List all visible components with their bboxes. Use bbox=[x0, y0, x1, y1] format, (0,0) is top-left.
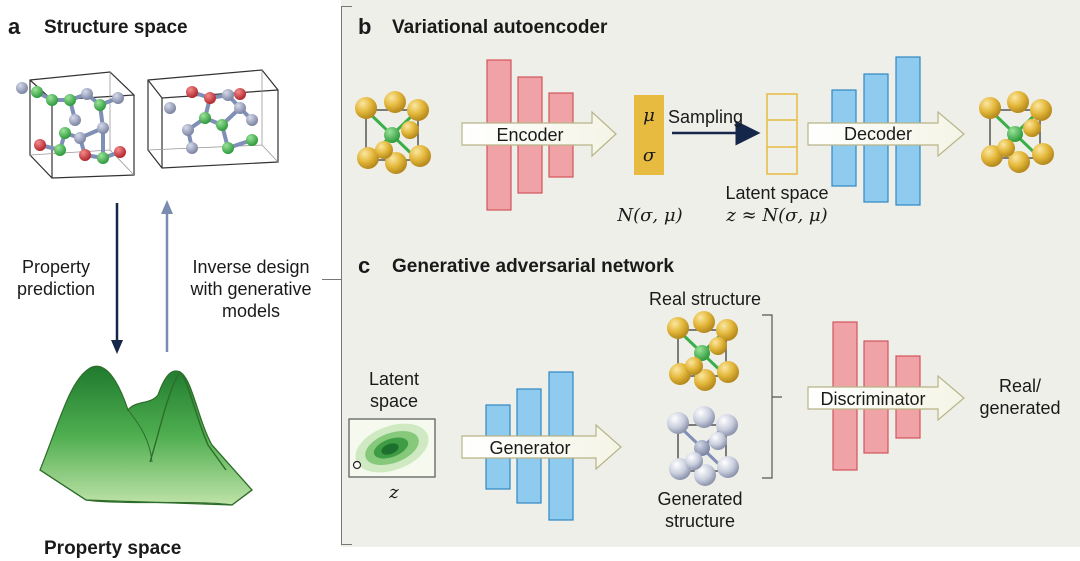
panel-a-title: Structure space bbox=[44, 17, 188, 38]
real-structure-crystal bbox=[667, 311, 739, 391]
panel-c-letter: c bbox=[358, 253, 371, 278]
sigma-symbol: σ bbox=[642, 145, 656, 166]
property-space-title: Property space bbox=[44, 538, 182, 559]
property-surface bbox=[39, 365, 253, 506]
gan-latent-space-label: Latent space bbox=[368, 369, 420, 411]
z-label: z bbox=[389, 482, 399, 503]
latent-space-label: Latent space bbox=[725, 183, 829, 203]
discriminator-label: Discriminator bbox=[820, 389, 926, 409]
panel-b-title: Variational autoencoder bbox=[392, 17, 608, 38]
generator-label: Generator bbox=[489, 438, 571, 458]
property-prediction-label: Property prediction bbox=[16, 257, 96, 299]
mu-symbol: μ bbox=[643, 105, 655, 126]
generated-structure-crystal bbox=[667, 406, 739, 486]
inverse-design-label: Inverse design with generative models bbox=[190, 257, 312, 321]
encoder-arrow bbox=[461, 110, 617, 158]
normal-distribution-label: N(σ, μ) bbox=[617, 205, 683, 226]
decoder-arrow bbox=[807, 110, 965, 158]
panel-a-letter: a bbox=[8, 14, 21, 39]
panel-c-title: Generative adversarial network bbox=[392, 256, 674, 277]
sampling-label: Sampling bbox=[668, 107, 744, 127]
real-generated-label: Real/ generated bbox=[979, 376, 1061, 418]
latent-equation: z ≈ N(σ, μ) bbox=[726, 205, 828, 226]
crystal-structure-1 bbox=[16, 71, 135, 179]
panel-bracket-tick bbox=[322, 279, 342, 280]
latent-vector bbox=[766, 93, 798, 175]
structures-bracket bbox=[762, 314, 782, 479]
vae-input-crystal bbox=[355, 91, 431, 174]
real-structure-label: Real structure bbox=[648, 289, 762, 309]
latent-mu-sigma-block bbox=[634, 95, 664, 175]
latent-space-plot bbox=[348, 418, 436, 478]
panel-b-letter: b bbox=[358, 14, 372, 39]
crystal-structure-2 bbox=[147, 69, 279, 169]
generated-structure-label: Generated structure bbox=[657, 489, 743, 531]
decoder-label: Decoder bbox=[843, 124, 913, 144]
vae-output-crystal bbox=[979, 91, 1054, 173]
encoder-label: Encoder bbox=[496, 125, 564, 145]
panel-bracket bbox=[341, 6, 352, 545]
generator-arrow bbox=[461, 423, 622, 471]
discriminator-arrow bbox=[807, 374, 965, 422]
